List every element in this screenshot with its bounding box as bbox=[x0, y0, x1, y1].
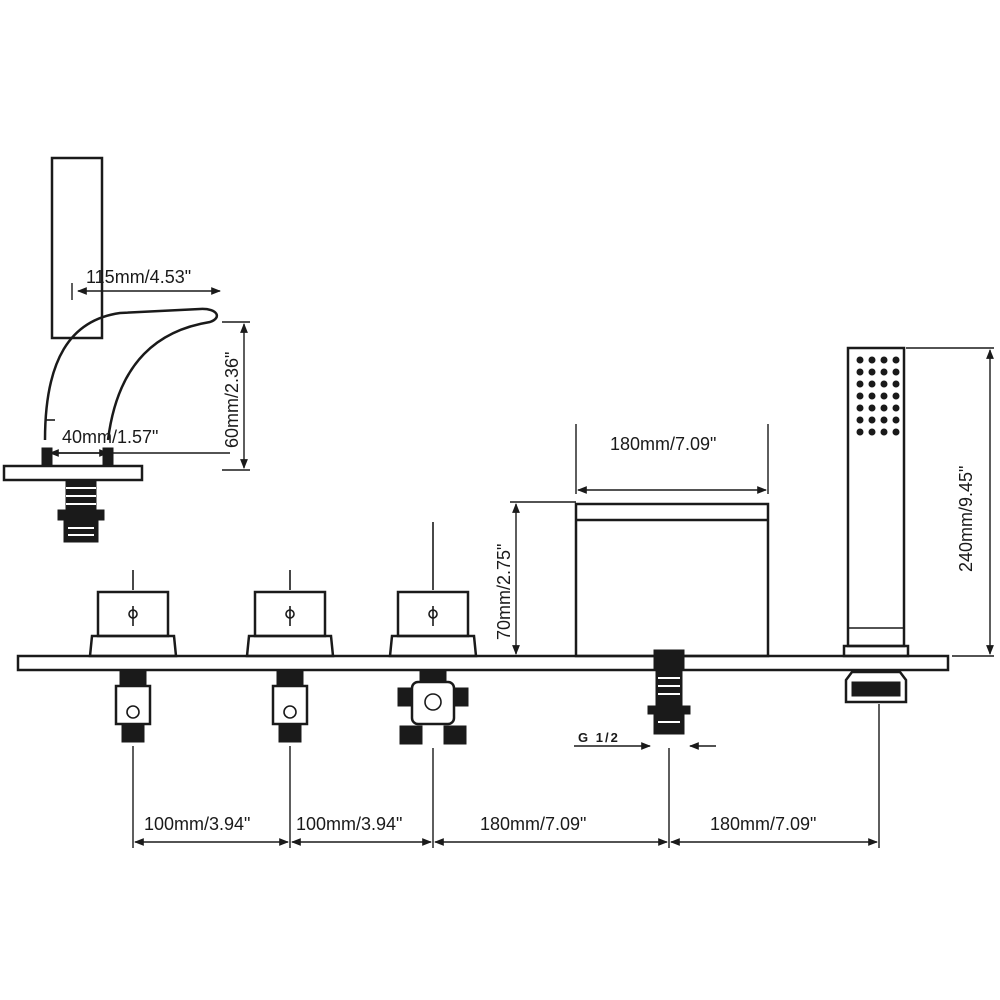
valve-body-1 bbox=[114, 669, 152, 743]
shower-height-label: 240mm/9.45" bbox=[956, 466, 976, 572]
spacing-label-3: 180mm/7.09" bbox=[480, 814, 586, 834]
spout-curve-outline bbox=[43, 307, 219, 441]
spout-height-label: 60mm/2.36" bbox=[222, 352, 242, 448]
spacing-dimensions: 100mm/3.94" 100mm/3.94" 180mm/7.09" 180m… bbox=[132, 704, 880, 848]
waterfall-height-label: 70mm/2.75" bbox=[494, 544, 514, 640]
waterfall-width-label: 180mm/7.09" bbox=[610, 434, 716, 454]
thread-spec-label: G 1/2 bbox=[578, 730, 620, 745]
spout-side-view: 115mm/4.53" 60mm/2.36" 40mm/1.57" bbox=[2, 156, 250, 543]
shower-spray-holes bbox=[856, 356, 900, 436]
shower-mount-base bbox=[844, 670, 908, 704]
handshower-body-outline bbox=[50, 156, 104, 340]
diverter-valve-body bbox=[397, 669, 469, 745]
handle-1 bbox=[88, 570, 178, 743]
hand-shower: 240mm/9.45" bbox=[842, 346, 994, 704]
handle-2 bbox=[245, 570, 335, 743]
valve-body-2 bbox=[271, 669, 309, 743]
spout-deck-plate bbox=[2, 464, 144, 482]
spout-reach-label: 115mm/4.53" bbox=[86, 267, 191, 287]
spacing-label-4: 180mm/7.09" bbox=[710, 814, 816, 834]
spacing-label-1: 100mm/3.94" bbox=[144, 814, 250, 834]
spout-stem bbox=[647, 649, 691, 735]
handle-3-diverter bbox=[388, 522, 478, 745]
deck-plate bbox=[16, 654, 950, 672]
spout-threaded-stem bbox=[57, 479, 105, 543]
spout-base-label: 40mm/1.57" bbox=[62, 427, 158, 447]
waterfall-spout: 180mm/7.09" 70mm/2.75" G 1/2 bbox=[494, 424, 770, 750]
spacing-label-2: 100mm/3.94" bbox=[296, 814, 402, 834]
